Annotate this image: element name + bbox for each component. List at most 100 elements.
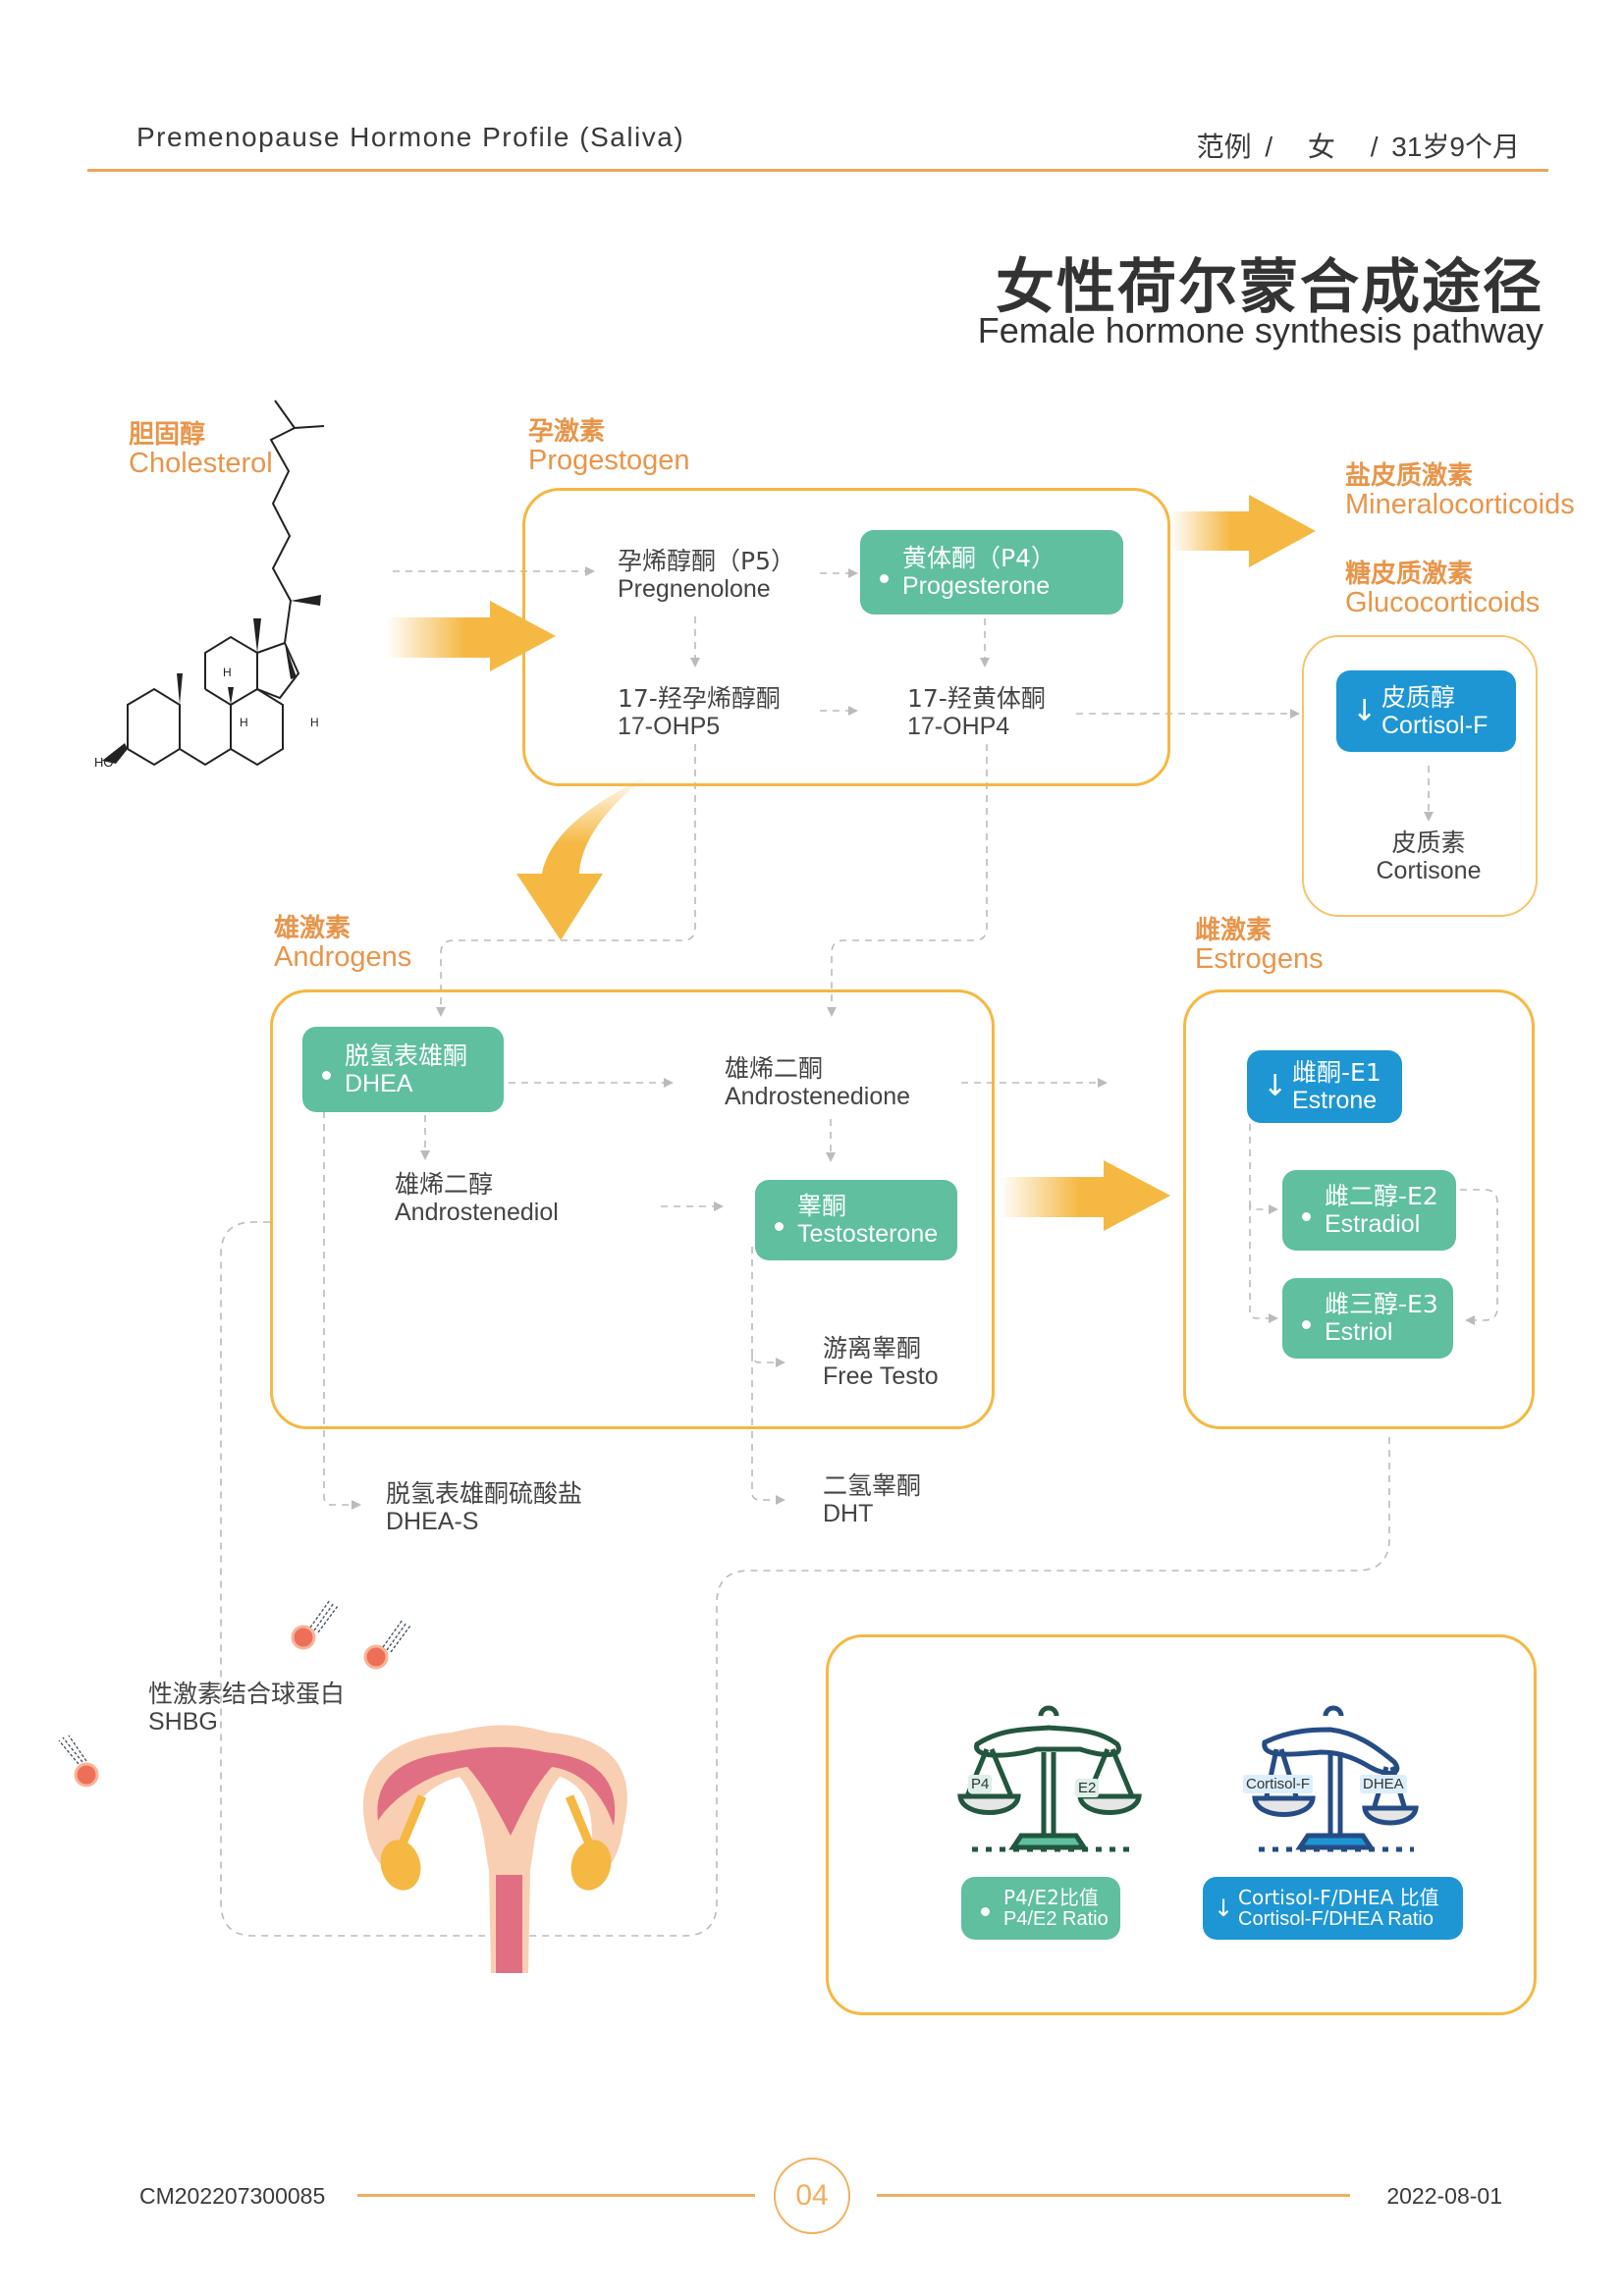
h-label-3: H — [310, 716, 319, 729]
node-testosterone[interactable]: 睾酮 Testosterone — [755, 1180, 957, 1260]
ratio-cortisol-dhea-cn: Cortisol-F/DHEA 比值 — [1238, 1885, 1439, 1909]
patient-age: / 31岁9个月 — [1370, 132, 1520, 162]
connector-e1-e3 — [1249, 1203, 1278, 1323]
category-glucocorticoids: 糖皮质激素 Glucocorticoids — [1345, 561, 1540, 618]
node-estrone-en: Estrone — [1292, 1087, 1378, 1114]
header-divider — [87, 169, 1548, 172]
node-pregnenolone-en: Pregnenolone — [618, 575, 771, 603]
node-estrone-cn: 雌酮-E1 — [1292, 1058, 1381, 1087]
node-testosterone-cn: 睾酮 — [797, 1192, 847, 1220]
ratio-p4-e2-cn: P4/E2比值 — [1003, 1885, 1099, 1909]
node-shbg[interactable]: 性激素结合球蛋白 SHBG — [148, 1680, 346, 1736]
node-17-ohp4-cn: 17-羟黄体酮 — [907, 684, 1046, 713]
footer-line-left — [357, 2194, 755, 2197]
scale-tag-dhea: DHEA — [1360, 1775, 1407, 1793]
scale-icon-cortisol-dhea — [1252, 1705, 1419, 1852]
cholesterol-molecule-icon — [127, 400, 325, 767]
node-estradiol[interactable]: 雌二醇-E2 Estradiol — [1282, 1170, 1456, 1251]
node-androstenedione[interactable]: 雄烯二酮 Androstenedione — [725, 1054, 911, 1111]
category-mineralocorticoids-en: Mineralocorticoids — [1345, 489, 1575, 521]
flow-arrow-androgens-estrogens — [1000, 1160, 1170, 1231]
node-estradiol-en: Estradiol — [1325, 1210, 1421, 1238]
shbg-particle-icon — [291, 1599, 339, 1650]
node-pregnenolone[interactable]: 孕烯醇酮（P5） Pregnenolone — [618, 547, 795, 604]
report-date: 2022-08-01 — [1386, 2183, 1502, 2209]
node-estriol[interactable]: 雌三醇-E3 Estriol — [1282, 1278, 1453, 1359]
flow-arrow-progestogen-mineralocorticoids — [1170, 495, 1316, 567]
connector-dhea-dheas — [323, 1111, 361, 1510]
uterus-illustration — [362, 1725, 627, 1973]
category-estrogens-cn: 雌激素 — [1195, 916, 1272, 945]
category-androgens-en: Androgens — [274, 941, 412, 974]
node-dhea-cn: 脱氢表雄酮 — [345, 1041, 468, 1070]
h-label-1: H — [223, 666, 232, 679]
status-normal-icon — [880, 573, 889, 583]
scale-tag-p4: P4 — [968, 1775, 993, 1793]
connector-testosterone-dht — [751, 1355, 785, 1505]
category-cholesterol-cn: 胆固醇 — [129, 420, 206, 450]
node-estriol-cn: 雌三醇-E3 — [1325, 1290, 1438, 1318]
status-normal-icon — [775, 1221, 784, 1231]
cholesterol-wedges — [102, 595, 321, 764]
page-subtitle: Female hormone synthesis pathway — [977, 310, 1543, 350]
node-estrone[interactable]: ↓ 雌酮-E1 Estrone — [1247, 1050, 1402, 1123]
node-pregnenolone-cn: 孕烯醇酮（P5） — [618, 547, 795, 575]
status-normal-icon — [1302, 1211, 1311, 1221]
shbg-particle-icon — [58, 1735, 99, 1788]
ratio-p4-e2-en: P4/E2 Ratio — [1003, 1908, 1109, 1930]
connector-e2-e3 — [1460, 1189, 1498, 1325]
node-17-ohp5[interactable]: 17-羟孕烯醇酮 17-OHP5 — [618, 684, 781, 741]
node-17-ohp5-cn: 17-羟孕烯醇酮 — [618, 684, 781, 713]
node-androstenediol[interactable]: 雄烯二醇 Androstenediol — [395, 1171, 559, 1227]
scale-tag-e2: E2 — [1075, 1779, 1100, 1797]
category-cholesterol-en: Cholesterol — [129, 448, 273, 480]
ratio-p4-e2[interactable]: P4/E2比值 P4/E2 Ratio — [961, 1877, 1120, 1940]
footer-line-right — [877, 2194, 1350, 2197]
node-dht-cn: 二氢睾酮 — [823, 1471, 922, 1500]
category-mineralocorticoids: 盐皮质激素 Mineralocorticoids — [1345, 461, 1575, 521]
node-dhea-s-cn: 脱氢表雄酮硫酸盐 — [386, 1479, 583, 1508]
node-cortisol[interactable]: ↓ 皮质醇 Cortisol-F — [1336, 670, 1516, 752]
node-shbg-cn: 性激素结合球蛋白 — [148, 1680, 346, 1708]
node-estriol-en: Estriol — [1325, 1318, 1393, 1346]
report-title: Premenopause Hormone Profile (Saliva) — [136, 122, 685, 152]
node-dhea-en: DHEA — [345, 1069, 413, 1097]
node-17-ohp4[interactable]: 17-羟黄体酮 17-OHP4 — [907, 684, 1046, 741]
node-17-ohp4-en: 17-OHP4 — [907, 713, 1010, 740]
category-estrogens: 雌激素 Estrogens — [1195, 916, 1324, 976]
node-dhea-s[interactable]: 脱氢表雄酮硫酸盐 DHEA-S — [386, 1479, 583, 1536]
status-normal-icon — [322, 1071, 331, 1080]
page-number: 04 — [774, 2158, 850, 2234]
category-cholesterol: 胆固醇 Cholesterol — [129, 420, 273, 480]
node-progesterone[interactable]: 黄体酮（P4） Progesterone — [860, 530, 1123, 614]
node-dht-en: DHT — [823, 1500, 874, 1527]
androgen-group — [270, 989, 995, 1429]
node-17-ohp5-en: 17-OHP5 — [618, 713, 721, 740]
node-free-testo[interactable]: 游离睾酮 Free Testo — [823, 1335, 939, 1391]
scale-tag-cortisol: Cortisol-F — [1243, 1775, 1314, 1793]
node-cortisone[interactable]: 皮质素 Cortisone — [1363, 829, 1494, 885]
patient-name: 范例 / — [1196, 132, 1273, 162]
connector-shbg-loop — [220, 1221, 1390, 1937]
ratio-cortisol-dhea[interactable]: ↓ Cortisol-F/DHEA 比值 Cortisol-F/DHEA Rat… — [1203, 1877, 1463, 1940]
scale-icon-p4-e2 — [957, 1705, 1142, 1852]
node-dhea[interactable]: 脱氢表雄酮 DHEA — [302, 1027, 504, 1112]
ho-label: HO — [94, 755, 114, 770]
category-estrogens-en: Estrogens — [1195, 943, 1324, 976]
node-androstenedione-en: Androstenedione — [725, 1083, 911, 1110]
node-cortisone-en: Cortisone — [1376, 857, 1482, 884]
status-low-icon: ↓ — [1213, 1894, 1234, 1922]
node-androstenediol-en: Androstenediol — [395, 1199, 559, 1226]
node-cortisol-cn: 皮质醇 — [1381, 682, 1456, 712]
category-glucocorticoids-en: Glucocorticoids — [1345, 587, 1541, 619]
category-mineralocorticoids-cn: 盐皮质激素 — [1345, 461, 1474, 491]
progestogen-group — [522, 488, 1170, 786]
node-androstenedione-cn: 雄烯二酮 — [725, 1054, 824, 1083]
node-shbg-en: SHBG — [148, 1708, 218, 1735]
estrogen-group — [1183, 989, 1535, 1429]
patient-sex: 女 — [1307, 132, 1335, 162]
connector-ohp5-dhea — [436, 744, 696, 1017]
node-dht[interactable]: 二氢睾酮 DHT — [823, 1471, 922, 1528]
category-glucocorticoids-cn: 糖皮质激素 — [1345, 560, 1474, 589]
